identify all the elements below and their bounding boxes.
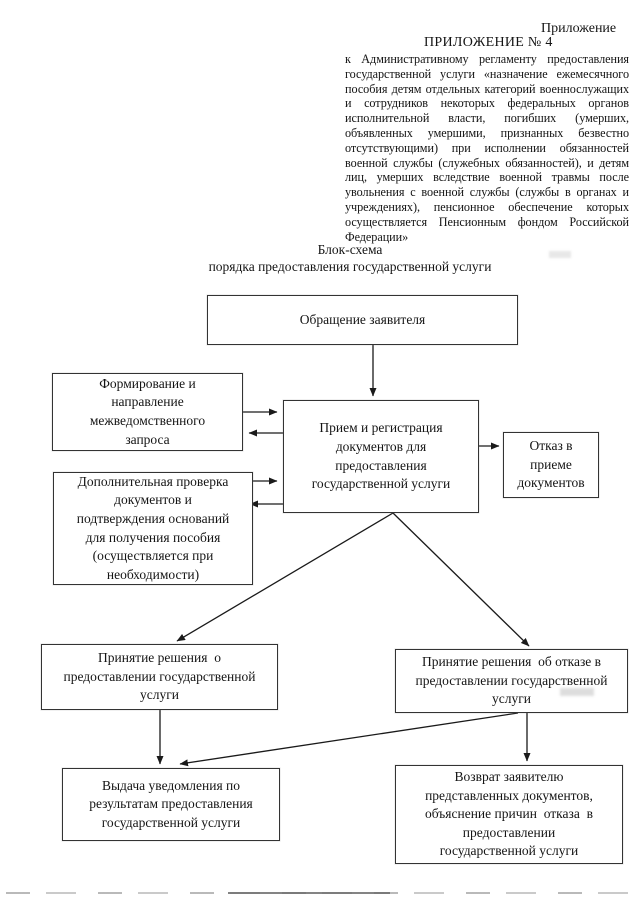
- node-decision-refusal-label: Принятие решения об отказе в предоставле…: [415, 654, 608, 707]
- paragraph-line: к Административному регламенту предостав…: [345, 52, 629, 66]
- arrow-deny-to-notice: [179, 712, 519, 767]
- node-decision-grant-label: Принятие решения о предоставлении госуда…: [63, 650, 256, 703]
- paragraph-line: отсутствующими) при исполнении обязаннос…: [345, 140, 629, 155]
- node-applicant-request-label: Обращение заявителя: [299, 311, 426, 327]
- paragraph-line: военной службы (служебных обязанностей),…: [345, 155, 629, 170]
- scan-artifact-line-dark: [228, 892, 390, 894]
- node-interagency-request: Формирование и направление межведомствен…: [52, 373, 243, 451]
- paragraph-line: лиц, умерших вследствие военной травмы п…: [345, 170, 629, 185]
- node-documents-return-label: Возврат заявителю представленных докумен…: [425, 769, 593, 859]
- paragraph-line: объявленных умершими, признанных безвест…: [345, 125, 629, 140]
- node-decision-refusal: Принятие решения об отказе в предоставле…: [395, 649, 628, 713]
- node-applicant-request: Обращение заявителя: [207, 295, 518, 345]
- node-intake-registration: Прием и регистрация документов для предо…: [283, 400, 479, 513]
- flowchart-title-line1: Блок-схема: [317, 242, 383, 257]
- paragraph-line: государственной услуги «назначение ежеме…: [345, 66, 629, 81]
- node-additional-check-label: Дополнительная проверка документов и под…: [76, 473, 230, 582]
- scan-smudge: [560, 688, 594, 696]
- paragraph-line: исполнительной власти, погибших (умерших…: [345, 111, 629, 126]
- paragraph-line: пособия детям отдельных категорий военно…: [345, 81, 629, 96]
- node-additional-check: Дополнительная проверка документов и под…: [53, 472, 253, 585]
- node-interagency-request-label: Формирование и направление межведомствен…: [89, 375, 206, 447]
- paragraph-line: и сотрудников некоторых федеральных орга…: [345, 96, 629, 111]
- appendix-number: ПРИЛОЖЕНИЕ № 4: [424, 35, 553, 50]
- node-intake-registration-label: Прием и регистрация документов для предо…: [311, 420, 451, 492]
- node-refusal-of-acceptance: Отказ в приеме документов: [503, 432, 599, 498]
- paragraph-line: увольнения с военной службы (службы в ор…: [345, 185, 629, 200]
- appendix-word: Приложение: [541, 21, 617, 36]
- node-refusal-of-acceptance-label: Отказ в приеме документов: [517, 438, 585, 491]
- paragraph-line: учреждениях), пенсионное обеспечение кот…: [345, 199, 629, 214]
- node-notice-issuance: Выдача уведомления по результатам предос…: [62, 768, 280, 841]
- arrow-intake-to-decision-deny: [392, 512, 530, 647]
- flowchart-title: Блок-схема порядка предоставления госуда…: [100, 242, 600, 276]
- paragraph-line: осуществляется Пенсионным фондом Российс…: [345, 214, 629, 229]
- scan-smudge: [549, 251, 571, 258]
- appendix-paragraph: к Административному регламенту предостав…: [345, 52, 629, 244]
- flowchart-title-line2: порядка предоставления государственной у…: [208, 258, 492, 274]
- node-decision-grant: Принятие решения о предоставлении госуда…: [41, 644, 278, 710]
- node-documents-return: Возврат заявителю представленных докумен…: [395, 765, 623, 864]
- paragraph-line: Федерации»: [345, 229, 409, 244]
- node-notice-issuance-label: Выдача уведомления по результатам предос…: [89, 777, 253, 830]
